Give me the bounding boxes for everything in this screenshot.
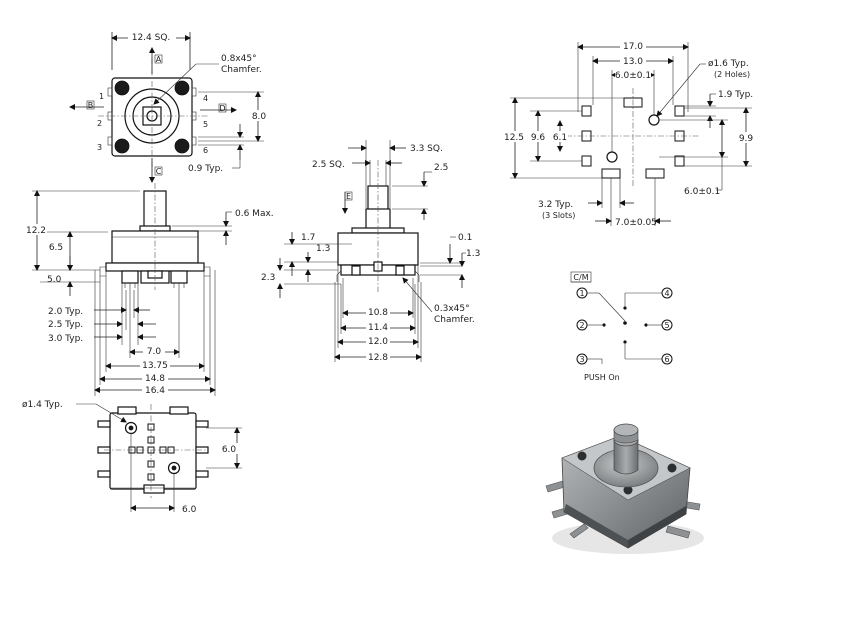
front-width-dim: 14.8 [145,374,165,384]
pcb-width-dim: 6.0±0.1 [615,71,651,81]
bottom-view-dim: 6.0 [182,505,197,515]
circuit-diagram: C/M 1 2 3 4 5 6 PUSH On [570,271,673,382]
front-pin-dim: 3.0 Typ. [48,334,83,344]
front-width-dim: 16.4 [145,386,165,396]
side-chamfer-note: Chamfer. [434,315,475,325]
terminal-3: 3 [579,355,584,364]
pcb-width-dim: 17.0 [623,42,643,52]
bottom-view: ø1.4 Typ. 6.0 6.0 [22,400,248,515]
pcb-height-dim: 9.6 [531,133,546,143]
pcb-slot-note: 3.2 Typ. [538,200,573,210]
dir-label-a: A [156,55,162,64]
side-width-dim: 11.4 [368,323,388,333]
circuit-label: C/M [573,273,588,282]
front-gap-dim: 0.6 Max. [235,209,274,219]
terminal-6: 6 [664,355,669,364]
front-width-dim: 13.75 [142,361,168,371]
pin-number: 6 [203,146,208,155]
pin-number: 3 [97,143,102,152]
pcb-height-dim: 12.5 [504,133,524,143]
front-pin-dim: 2.0 Typ. [48,307,83,317]
top-chamfer-note: Chamfer. [221,65,262,75]
top-pitch-dim: 8.0 [252,112,267,122]
pin-number: 5 [203,120,208,129]
pcb-width-dim: 13.0 [623,57,643,67]
terminal-4: 4 [664,289,669,298]
pcb-hole-note: ø1.6 Typ. [708,59,749,69]
side-width-dim: 12.0 [368,337,388,347]
dir-label-e: E [346,192,351,201]
terminal-5: 5 [664,321,669,330]
terminal-2: 2 [579,321,584,330]
side-right-dim: 0.1 [458,233,472,243]
front-height-dim: 12.2 [26,226,46,236]
top-pin-offset-dim: 0.9 Typ. [188,164,223,174]
side-width-dim: 12.8 [368,353,388,363]
dir-label-c: C [156,167,162,176]
front-height-dim: 5.0 [47,275,62,285]
terminal-1: 1 [579,289,584,298]
top-chamfer-note: 0.8x45° [221,54,257,64]
side-right-dim: 1.3 [466,249,480,259]
pin-number: 1 [99,92,104,101]
pcb-right-dim: 9.9 [739,134,754,144]
side-chamfer-note: 0.3x45° [434,304,470,314]
pcb-layout: 17.0 13.0 6.0±0.1 ø1.6 Typ. (2 Holes) [504,41,755,228]
front-pin-dim: 2.5 Typ. [48,320,83,330]
front-width-dim: 7.0 [147,347,162,357]
side-left-dim: 1.3 [316,244,330,254]
front-height-dim: 6.5 [49,243,63,253]
pcb-slot-pitch: 7.0±0.05 [615,218,657,228]
side-left-dim: 1.7 [301,233,315,243]
side-view: 2.5 SQ. 3.3 SQ. 2.5 E 1.7 1.3 2.3 0 [261,140,480,363]
pcb-slot-note: (3 Slots) [542,211,575,220]
pcb-pad-dim: 1.9 Typ. [718,90,753,100]
bottom-height-dim: 6.0 [222,445,237,455]
front-view: 12.2 6.5 5.0 0.6 Max. 2.0 Typ. 2.5 Typ. … [25,183,274,396]
side-shaft-dim: 3.3 SQ. [410,144,443,154]
side-shaft-dim: 2.5 [434,163,448,173]
top-view: 12.4 SQ. A B C D 1 2 3 [69,31,267,183]
dir-label-b: B [88,101,94,110]
product-photo [545,423,704,554]
side-left-dim: 2.3 [261,273,275,283]
circuit-caption: PUSH On [584,373,620,382]
bottom-hole-note: ø1.4 Typ. [22,400,63,410]
pin-number: 4 [203,94,208,103]
side-shaft-dim: 2.5 SQ. [312,160,345,170]
top-width-dim: 12.4 SQ. [132,33,171,43]
pcb-height-dim: 6.1 [553,133,567,143]
dir-label-d: D [219,104,225,113]
pcb-hole-note: (2 Holes) [714,70,750,79]
pcb-right-dim: 6.0±0.1 [684,187,720,197]
side-width-dim: 10.8 [368,308,388,318]
pin-number: 2 [97,119,102,128]
